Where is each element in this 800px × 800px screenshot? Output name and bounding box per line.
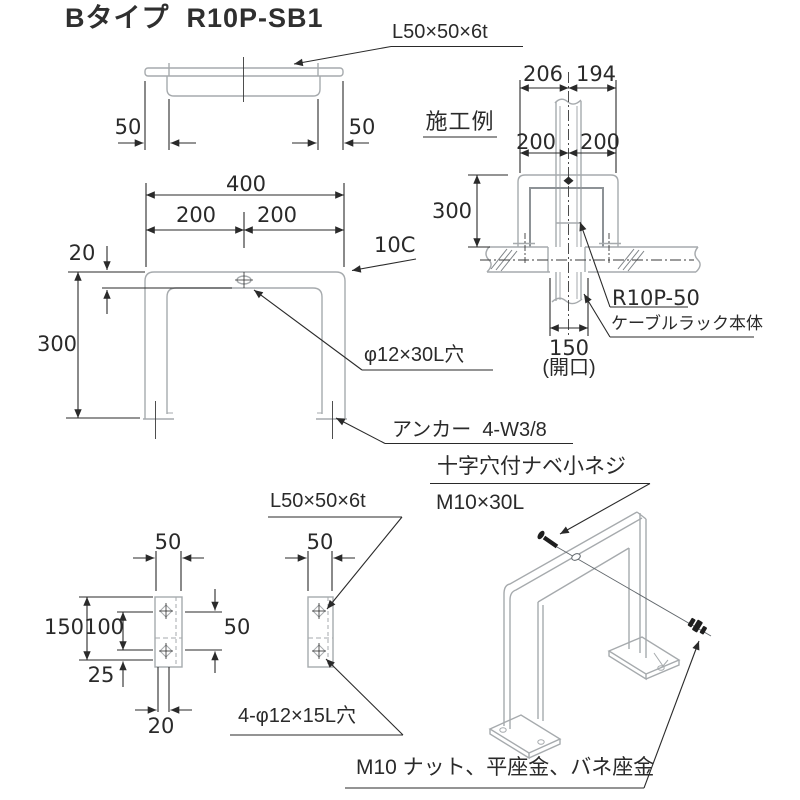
plate-dim-100: 100 bbox=[83, 615, 125, 639]
install-opening-note: (開口) bbox=[542, 357, 596, 379]
front-view-drawing bbox=[66, 183, 573, 445]
plan-dim-left-50: 50 bbox=[114, 115, 142, 139]
plate-holes-label: 4-φ12×15L穴 bbox=[238, 705, 357, 727]
front-corner-label-10c: 10C bbox=[374, 233, 416, 257]
front-dim-20: 20 bbox=[68, 241, 96, 265]
iso-screw-size-label: M10×30L bbox=[436, 491, 525, 514]
isometric-view-drawing bbox=[345, 482, 712, 789]
front-anchor-label: アンカー 4-W3/8 bbox=[392, 419, 547, 441]
plate-dim-gap-20: 20 bbox=[147, 714, 175, 738]
plate-dim-25: 25 bbox=[87, 663, 115, 687]
front-dim-200-left: 200 bbox=[175, 203, 217, 227]
iso-screw-label: 十字穴付ナベ小ネジ bbox=[437, 455, 626, 478]
install-rack-model-label: R10P-50 bbox=[612, 286, 700, 310]
install-dim-194: 194 bbox=[575, 62, 617, 86]
plan-angle-size-label: L50×50×6t bbox=[392, 21, 488, 43]
front-hole-label: φ12×30L穴 bbox=[364, 344, 465, 366]
plan-dim-right-50: 50 bbox=[348, 115, 376, 139]
install-dim-300: 300 bbox=[431, 199, 473, 223]
iso-nut-label: M10 ナット、平座金、バネ座金 bbox=[356, 756, 655, 779]
install-dim-150: 150 bbox=[548, 336, 590, 360]
page-title: Bタイプ R10P-SB1 bbox=[65, 3, 324, 33]
install-rack-body-label: ケーブルラック本体 bbox=[611, 314, 763, 333]
install-dim-200-right: 200 bbox=[579, 130, 621, 154]
plate-detail-drawing bbox=[79, 516, 404, 736]
installation-heading: 施工例 bbox=[425, 109, 495, 134]
installation-view-drawing bbox=[423, 72, 754, 338]
plate-dim-150: 150 bbox=[43, 615, 85, 639]
plate-angle-size-label: L50×50×6t bbox=[270, 490, 366, 512]
install-dim-206: 206 bbox=[522, 62, 564, 86]
front-dim-400: 400 bbox=[225, 172, 267, 196]
install-dim-200-left: 200 bbox=[515, 130, 557, 154]
plate-dim-width-50: 50 bbox=[154, 530, 182, 554]
plate-right-dim-50: 50 bbox=[306, 530, 334, 554]
plan-view-drawing bbox=[118, 45, 523, 150]
front-dim-300: 300 bbox=[36, 332, 78, 356]
front-dim-200-right: 200 bbox=[256, 203, 298, 227]
plate-dim-mid-50: 50 bbox=[223, 615, 251, 639]
